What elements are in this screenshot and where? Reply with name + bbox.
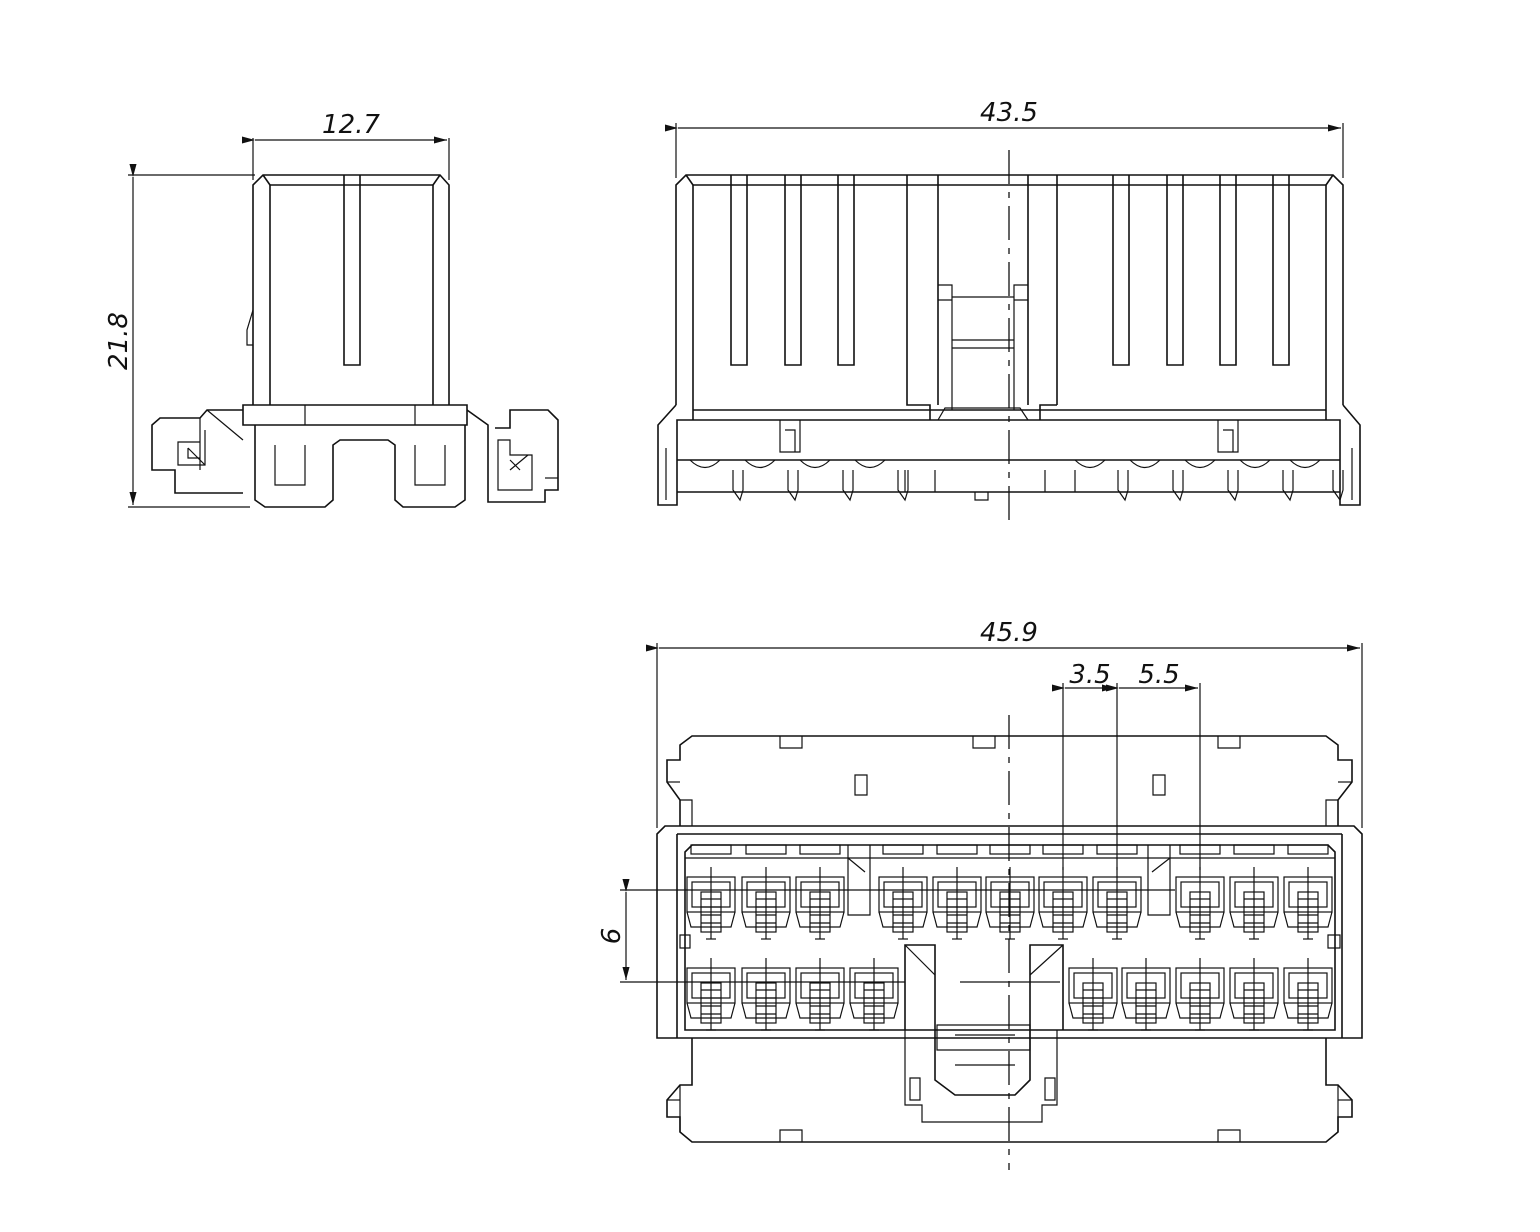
cavity — [1121, 958, 1171, 1031]
pin — [1227, 470, 1239, 502]
cavity — [878, 867, 928, 940]
cavity — [1068, 958, 1118, 1031]
cavity — [1229, 867, 1279, 940]
pin — [842, 470, 854, 502]
front-ribs — [730, 175, 1290, 366]
terminal-cavities — [686, 844, 1333, 1031]
bottom-view: 45.9 3.5 5.5 6 — [597, 618, 1363, 1170]
dim-pitch-small-label: 3.5 — [1069, 660, 1110, 690]
rib — [730, 175, 748, 366]
dimension-front-width: 43.5 — [664, 98, 1344, 178]
rib — [784, 175, 802, 366]
cavity — [1283, 958, 1333, 1031]
cavity — [985, 867, 1035, 940]
cavity — [741, 867, 791, 940]
rib — [1112, 175, 1130, 366]
tooth — [1074, 459, 1106, 469]
dim-row-spacing-label: 6 — [597, 928, 627, 945]
rib — [837, 175, 855, 366]
cavity — [1175, 867, 1225, 940]
cavity — [741, 958, 791, 1031]
dim-side-width-label: 12.7 — [322, 110, 380, 140]
dimension-side-height: 21.8 — [104, 163, 255, 508]
tooth — [1129, 459, 1161, 469]
slot — [690, 844, 732, 855]
tooth — [1289, 459, 1321, 469]
tooth — [1184, 459, 1216, 469]
rib — [1272, 175, 1290, 366]
pin — [732, 470, 744, 502]
dim-front-width-label: 43.5 — [980, 98, 1038, 128]
tooth — [854, 459, 886, 469]
slot — [1233, 844, 1275, 855]
cavity — [795, 958, 845, 1031]
rib — [1166, 175, 1184, 366]
dimension-pitch: 3.5 5.5 — [1051, 660, 1201, 870]
cavity — [932, 867, 982, 940]
tooth — [744, 459, 776, 469]
tooth — [799, 459, 831, 469]
cavity — [1092, 867, 1142, 940]
cavity — [1229, 958, 1279, 1031]
dimension-side-width: 12.7 — [241, 110, 450, 180]
dim-side-height-label: 21.8 — [104, 312, 134, 370]
pin — [897, 470, 909, 502]
tooth — [1239, 459, 1271, 469]
cavity — [686, 958, 736, 1031]
dimension-bottom-width: 45.9 — [645, 618, 1363, 828]
slot — [936, 844, 978, 855]
cavity — [686, 867, 736, 940]
pin — [1117, 470, 1129, 502]
pin — [1172, 470, 1184, 502]
front-view: 43.5 — [657, 98, 1361, 527]
pin — [1332, 470, 1344, 502]
cavity — [1038, 867, 1088, 940]
cavity — [849, 958, 899, 1031]
slot — [799, 844, 841, 855]
cavity — [795, 867, 845, 940]
dim-pitch-large-label: 5.5 — [1138, 660, 1179, 690]
pin — [787, 470, 799, 502]
pin — [1282, 470, 1294, 502]
dim-bottom-width-label: 45.9 — [980, 618, 1038, 648]
slot — [1096, 844, 1138, 855]
front-teeth — [689, 459, 1344, 502]
slot — [1179, 844, 1221, 855]
slot — [882, 844, 924, 855]
tooth — [689, 459, 721, 469]
slot — [1287, 844, 1329, 855]
slot — [745, 844, 787, 855]
cavity — [1175, 958, 1225, 1031]
side-view: 12.7 21.8 — [104, 110, 559, 508]
rib — [1219, 175, 1237, 366]
cavity — [1283, 867, 1333, 940]
slot — [1042, 844, 1084, 855]
slot — [989, 844, 1031, 855]
